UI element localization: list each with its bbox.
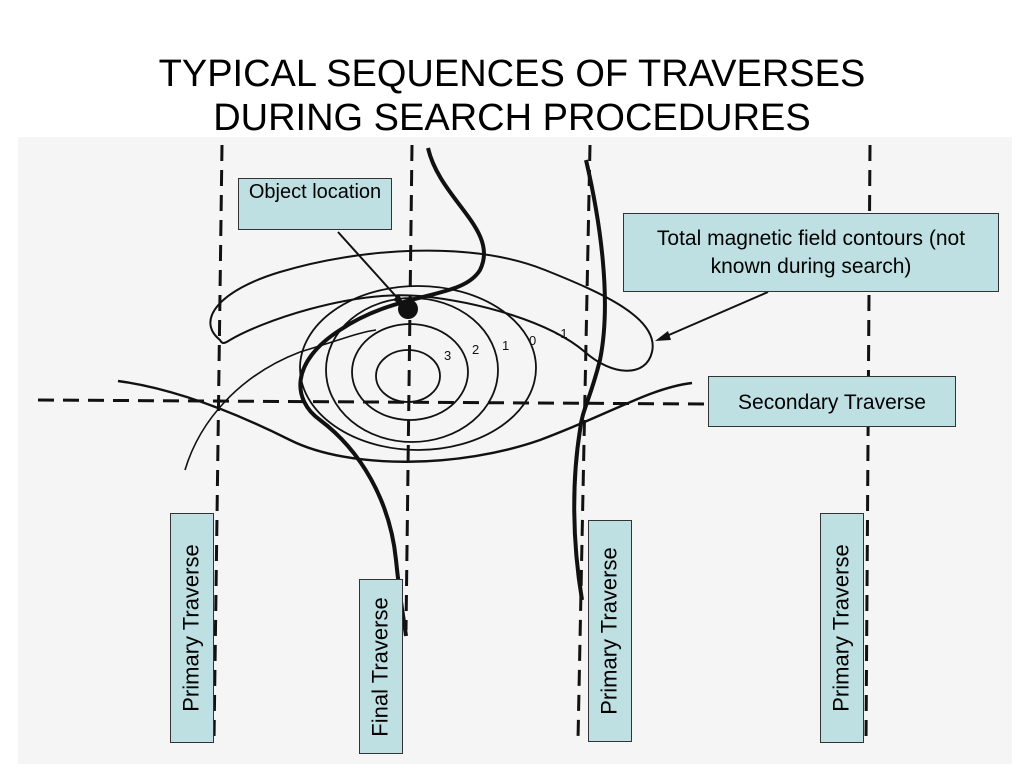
contours-arrowhead xyxy=(655,331,671,341)
primary-traverse-line-1 xyxy=(212,144,224,741)
secondary-traverse-callout: Secondary Traverse xyxy=(708,376,956,427)
primary-traverse-label-1: Primary Traverse xyxy=(179,544,205,712)
contour-label-3: 3 xyxy=(444,348,451,363)
contour-left-arc xyxy=(184,329,377,471)
secondary-traverse-line xyxy=(37,398,706,406)
contour-label-2: 2 xyxy=(472,342,479,357)
object-location-callout: Object location xyxy=(238,178,392,230)
title-line-2: DURING SEARCH PROCEDURES xyxy=(213,97,811,139)
final-traverse-label: Final Traverse xyxy=(368,596,394,737)
contour-ring-0 xyxy=(299,285,537,451)
primary-traverse-curve xyxy=(572,159,607,601)
primary-traverse-callout-2: Primary Traverse xyxy=(588,520,632,742)
contour-outer-elongated xyxy=(209,249,654,372)
primary-traverse-label-3: Primary Traverse xyxy=(829,544,855,712)
contour-ring-2 xyxy=(351,323,469,421)
primary-traverse-callout-3: Primary Traverse xyxy=(820,513,864,743)
object-location-arrowhead xyxy=(393,294,405,307)
contour-label-minus-1: -1 xyxy=(556,326,568,341)
contour-label-0: 0 xyxy=(529,333,536,348)
final-traverse-callout: Final Traverse xyxy=(359,579,403,754)
contour-ring-3 xyxy=(375,349,441,403)
object-location-label: Object location xyxy=(248,181,382,203)
contours-arrow xyxy=(661,291,769,339)
primary-traverse-callout-1: Primary Traverse xyxy=(170,513,214,743)
secondary-traverse-label: Secondary Traverse xyxy=(738,391,926,414)
final-traverse-curve xyxy=(298,147,487,637)
object-location-arrow xyxy=(337,231,403,304)
final-traverse-line xyxy=(404,144,414,631)
contours-label: Total magnetic field contours (not known… xyxy=(656,227,966,278)
contour-lower-arc xyxy=(117,379,693,463)
primary-traverse-label-2: Primary Traverse xyxy=(597,547,623,715)
contour-label-1: 1 xyxy=(502,338,509,353)
slide-title: TYPICAL SEQUENCES OF TRAVERSES DURING SE… xyxy=(0,52,1024,140)
contours-callout: Total magnetic field contours (not known… xyxy=(623,213,999,292)
title-line-1: TYPICAL SEQUENCES OF TRAVERSES xyxy=(158,53,866,95)
